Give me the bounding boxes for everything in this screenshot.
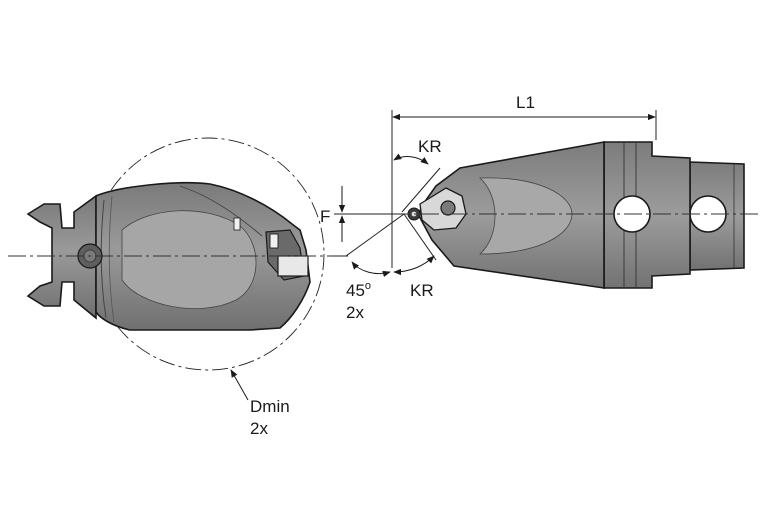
clamp-screw [440, 200, 456, 216]
angle-value-label: 45o [346, 280, 371, 300]
end-view [8, 137, 330, 371]
angle-count-label: 2x [346, 303, 364, 322]
end-view-highlight [121, 210, 257, 309]
kr-bottom-arc [393, 255, 435, 276]
kr-bottom-label: KR [410, 281, 434, 300]
dmin-label: Dmin [250, 397, 290, 416]
dmin-leader [230, 369, 249, 401]
kr-top-arc [393, 153, 429, 165]
dmin-count-label: 2x [250, 419, 268, 438]
kr-top-label: KR [418, 137, 442, 156]
head-highlight [478, 177, 573, 255]
end-view-insert [277, 255, 309, 277]
f-label: F [320, 207, 330, 226]
side-view [392, 141, 760, 289]
coupling-flange [26, 194, 97, 320]
dimensions: L1 KR 45o 2x KR F Dmin 2x [230, 93, 657, 438]
angle-45-arc [351, 261, 391, 278]
l1-label: L1 [516, 93, 535, 112]
